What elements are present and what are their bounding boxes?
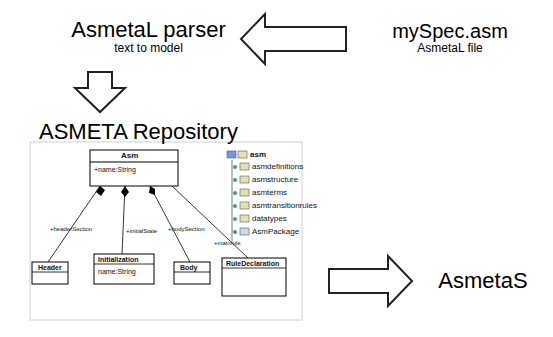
illustration-label: +bodySection	[168, 226, 205, 232]
illustration-label: +headerSection	[50, 226, 92, 232]
node-title: mySpec.asm	[392, 20, 508, 42]
document-shape: mySpec.asmAsmetaL file	[352, 4, 548, 96]
node-subtitle: AsmetaL file	[417, 42, 483, 55]
illustration-label: name:String	[98, 268, 136, 275]
illustration-label: Header	[38, 264, 62, 271]
illustration-label: asmstructure	[252, 176, 298, 184]
illustration-label: RuleDeclaration	[226, 260, 279, 267]
block-arrow	[75, 72, 125, 112]
node-title: AsmetaS	[438, 269, 527, 293]
block-arrow	[329, 256, 412, 306]
illustration-label: asmtransitionrules	[252, 202, 317, 210]
illustration-label: asmdefinitions	[252, 163, 303, 171]
illustration-label: +name:String	[94, 166, 136, 173]
illustration-label: asmterms	[252, 189, 287, 197]
block-arrow	[241, 14, 346, 64]
illustration-label: Body	[180, 264, 198, 271]
process-box: AsmetaS	[418, 252, 548, 310]
illustration-label: Initialization	[98, 256, 138, 263]
node-subtitle: text to model	[114, 42, 183, 55]
node-title: ASMETA Repository	[39, 120, 238, 144]
illustration-label: +mainrule	[214, 240, 241, 246]
illustration-label: Asm	[121, 152, 138, 160]
illustration-label: +initialState	[126, 228, 157, 234]
illustration-label: datatypes	[252, 215, 287, 223]
illustration-label: asm	[250, 151, 266, 159]
node-title: AsmetaL parser	[71, 18, 225, 42]
process-box: AsmetaL parsertext to model	[62, 12, 235, 66]
illustration-label: AsmPackage	[252, 228, 299, 236]
